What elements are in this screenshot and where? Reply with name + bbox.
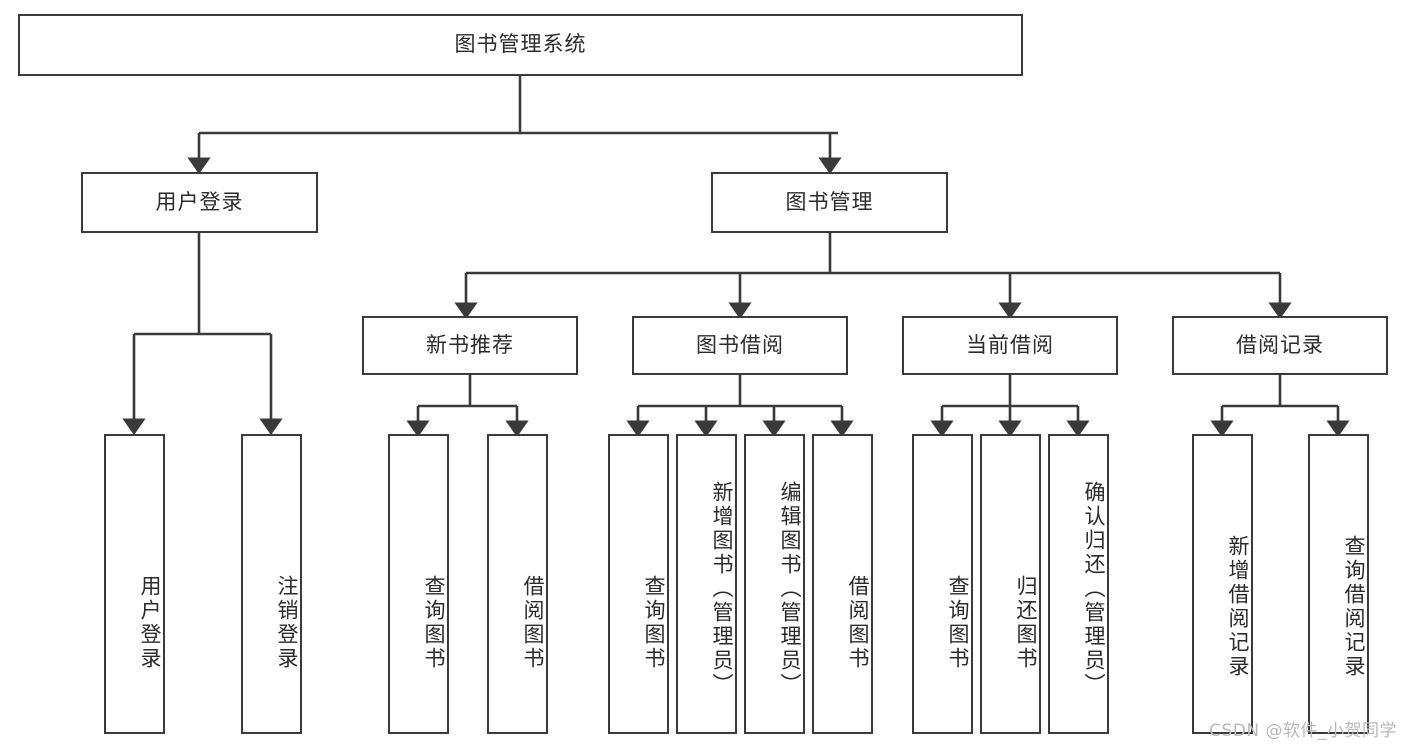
node-label: 图书管理 bbox=[785, 189, 874, 214]
node-borrow-record[interactable]: 借阅记录 bbox=[1172, 316, 1388, 375]
node-label: 用户登录 bbox=[155, 189, 244, 214]
leaf-borrow-record-query[interactable]: 查询借阅记录 bbox=[1308, 434, 1369, 734]
node-label: 当前借阅 bbox=[966, 332, 1054, 357]
leaf-current-borrow-confirm-return[interactable]: 确认归还（管理员） bbox=[1048, 434, 1109, 734]
node-label: 用户登录 bbox=[138, 575, 162, 671]
node-label: 图书管理系统 bbox=[454, 32, 587, 57]
node-label: 归还图书 bbox=[1014, 575, 1038, 671]
node-label: 查询借阅记录 bbox=[1342, 534, 1366, 679]
node-label: 确认归还（管理员） bbox=[1082, 481, 1106, 697]
node-label: 新增借阅记录 bbox=[1226, 534, 1250, 679]
node-label: 查询图书 bbox=[946, 575, 970, 671]
leaf-current-borrow-query[interactable]: 查询图书 bbox=[912, 434, 973, 734]
node-label: 注销登录 bbox=[275, 575, 299, 671]
node-label: 借阅图书 bbox=[846, 575, 870, 671]
node-user-login[interactable]: 用户登录 bbox=[81, 172, 318, 233]
node-label: 借阅记录 bbox=[1236, 332, 1324, 357]
node-label: 编辑图书（管理员） bbox=[778, 481, 802, 697]
node-label: 图书借阅 bbox=[696, 332, 784, 357]
node-label: 新增图书（管理员） bbox=[710, 481, 734, 697]
leaf-book-borrow-borrow[interactable]: 借阅图书 bbox=[812, 434, 873, 734]
node-root-system[interactable]: 图书管理系统 bbox=[18, 14, 1023, 76]
leaf-new-book-query[interactable]: 查询图书 bbox=[388, 434, 449, 734]
leaf-book-borrow-add[interactable]: 新增图书（管理员） bbox=[676, 434, 737, 734]
node-label: 查询图书 bbox=[642, 575, 666, 671]
leaf-user-login-login[interactable]: 用户登录 bbox=[104, 434, 165, 734]
watermark: CSDN @软件_小贺同学 bbox=[1209, 721, 1397, 741]
leaf-book-borrow-edit[interactable]: 编辑图书（管理员） bbox=[744, 434, 805, 734]
node-label: 借阅图书 bbox=[521, 575, 545, 671]
node-current-borrow[interactable]: 当前借阅 bbox=[902, 316, 1118, 375]
leaf-current-borrow-return[interactable]: 归还图书 bbox=[980, 434, 1041, 734]
leaf-user-login-logout[interactable]: 注销登录 bbox=[241, 434, 302, 734]
leaf-new-book-borrow[interactable]: 借阅图书 bbox=[487, 434, 548, 734]
node-book-management[interactable]: 图书管理 bbox=[711, 172, 948, 233]
leaf-borrow-record-add[interactable]: 新增借阅记录 bbox=[1192, 434, 1253, 734]
node-new-book-recommend[interactable]: 新书推荐 bbox=[362, 316, 578, 375]
node-book-borrow[interactable]: 图书借阅 bbox=[632, 316, 848, 375]
leaf-book-borrow-query[interactable]: 查询图书 bbox=[608, 434, 669, 734]
node-label: 新书推荐 bbox=[426, 332, 514, 357]
node-label: 查询图书 bbox=[422, 575, 446, 671]
